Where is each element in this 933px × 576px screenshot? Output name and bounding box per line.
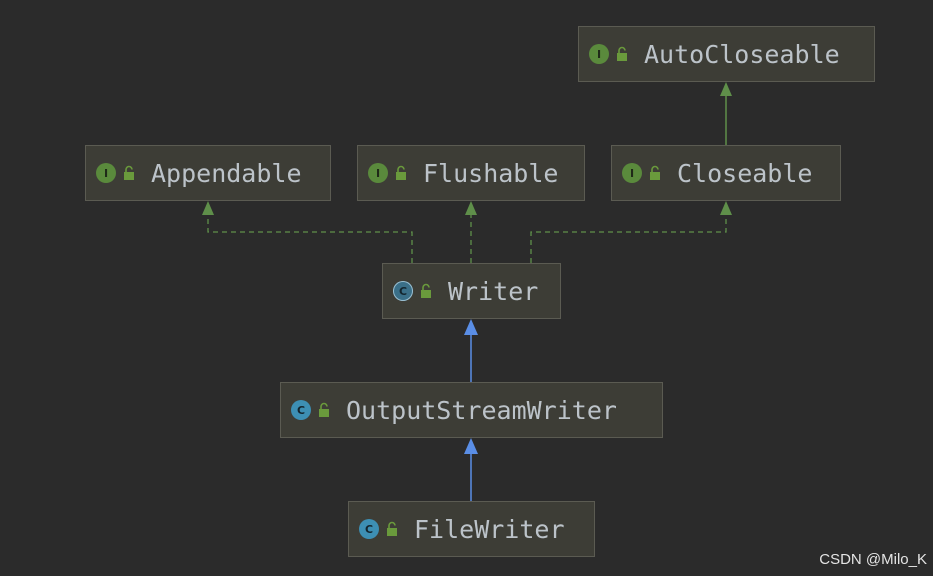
edge-writer-appendable	[207, 214, 413, 263]
unlocked-icon	[319, 402, 329, 417]
interface-icon: I	[589, 44, 609, 64]
interface-icon: I	[368, 163, 388, 183]
unlocked-icon	[650, 165, 660, 180]
unlocked-icon	[124, 165, 134, 180]
interface-icon: I	[622, 163, 642, 183]
abstract-class-icon: C	[393, 281, 413, 301]
unlocked-icon	[421, 283, 431, 298]
node-flushable[interactable]: I Flushable	[357, 145, 585, 201]
node-label: FileWriter	[414, 514, 565, 544]
edge-writer-closeable	[530, 214, 727, 263]
unlocked-icon	[396, 165, 406, 180]
arrowhead-appendable	[202, 201, 214, 215]
node-outputstreamwriter[interactable]: C OutputStreamWriter	[280, 382, 663, 438]
node-label: Flushable	[423, 158, 559, 188]
unlocked-icon	[617, 46, 627, 61]
class-icon: C	[291, 400, 311, 420]
node-label: Writer	[448, 276, 539, 306]
arrowhead-outputstreamwriter	[464, 438, 478, 454]
node-label: AutoCloseable	[644, 39, 840, 69]
node-label: Closeable	[677, 158, 813, 188]
node-closeable[interactable]: I Closeable	[611, 145, 841, 201]
node-label: Appendable	[151, 158, 302, 188]
node-filewriter[interactable]: C FileWriter	[348, 501, 595, 557]
watermark: CSDN @Milo_K	[819, 551, 927, 568]
arrowhead-writer	[464, 319, 478, 335]
node-label: OutputStreamWriter	[346, 395, 617, 425]
node-appendable[interactable]: I Appendable	[85, 145, 331, 201]
unlocked-icon	[387, 521, 397, 536]
arrowhead-closeable	[720, 201, 732, 215]
node-autocloseable[interactable]: I AutoCloseable	[578, 26, 875, 82]
arrowhead-flushable	[465, 201, 477, 215]
interface-icon: I	[96, 163, 116, 183]
node-writer[interactable]: C Writer	[382, 263, 561, 319]
arrowhead-autocloseable	[720, 82, 732, 96]
class-icon: C	[359, 519, 379, 539]
